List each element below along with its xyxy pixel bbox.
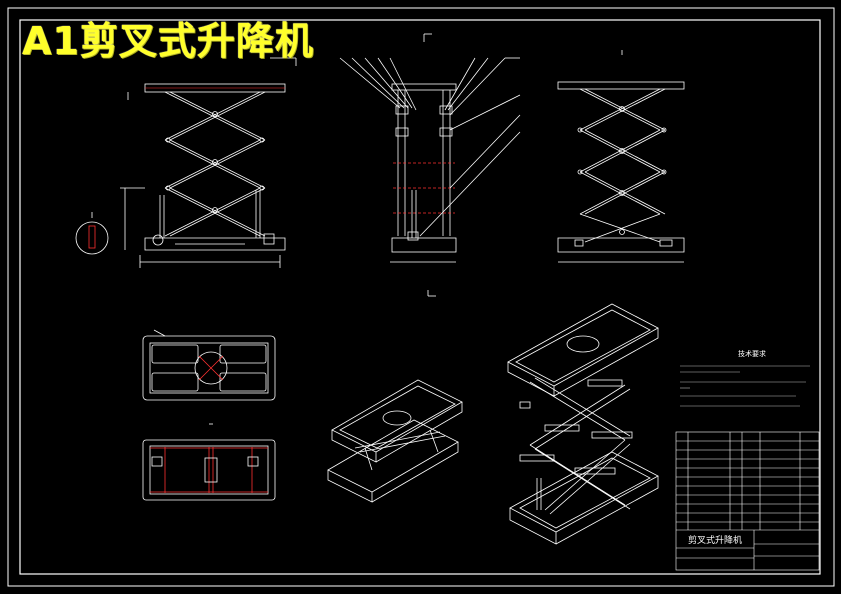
side-elevation-view — [339, 33, 521, 297]
front-elevation-view — [120, 57, 297, 268]
drawing-title: A1剪叉式升降机 — [22, 19, 314, 63]
title-block-name: 剪叉式升降机 — [688, 536, 743, 546]
tech-requirements-lines — [680, 365, 810, 407]
tech-requirements-heading: 技术要求 — [738, 350, 766, 358]
outer-border — [7, 7, 835, 587]
title-block — [675, 431, 820, 571]
detail-view-circle — [75, 212, 109, 255]
isometric-collapsed-view — [327, 379, 463, 503]
inner-border — [19, 19, 821, 575]
top-plan-view — [142, 329, 276, 401]
isometric-extended-view — [507, 303, 659, 545]
section-view — [557, 50, 685, 263]
base-plan-view — [142, 423, 276, 501]
